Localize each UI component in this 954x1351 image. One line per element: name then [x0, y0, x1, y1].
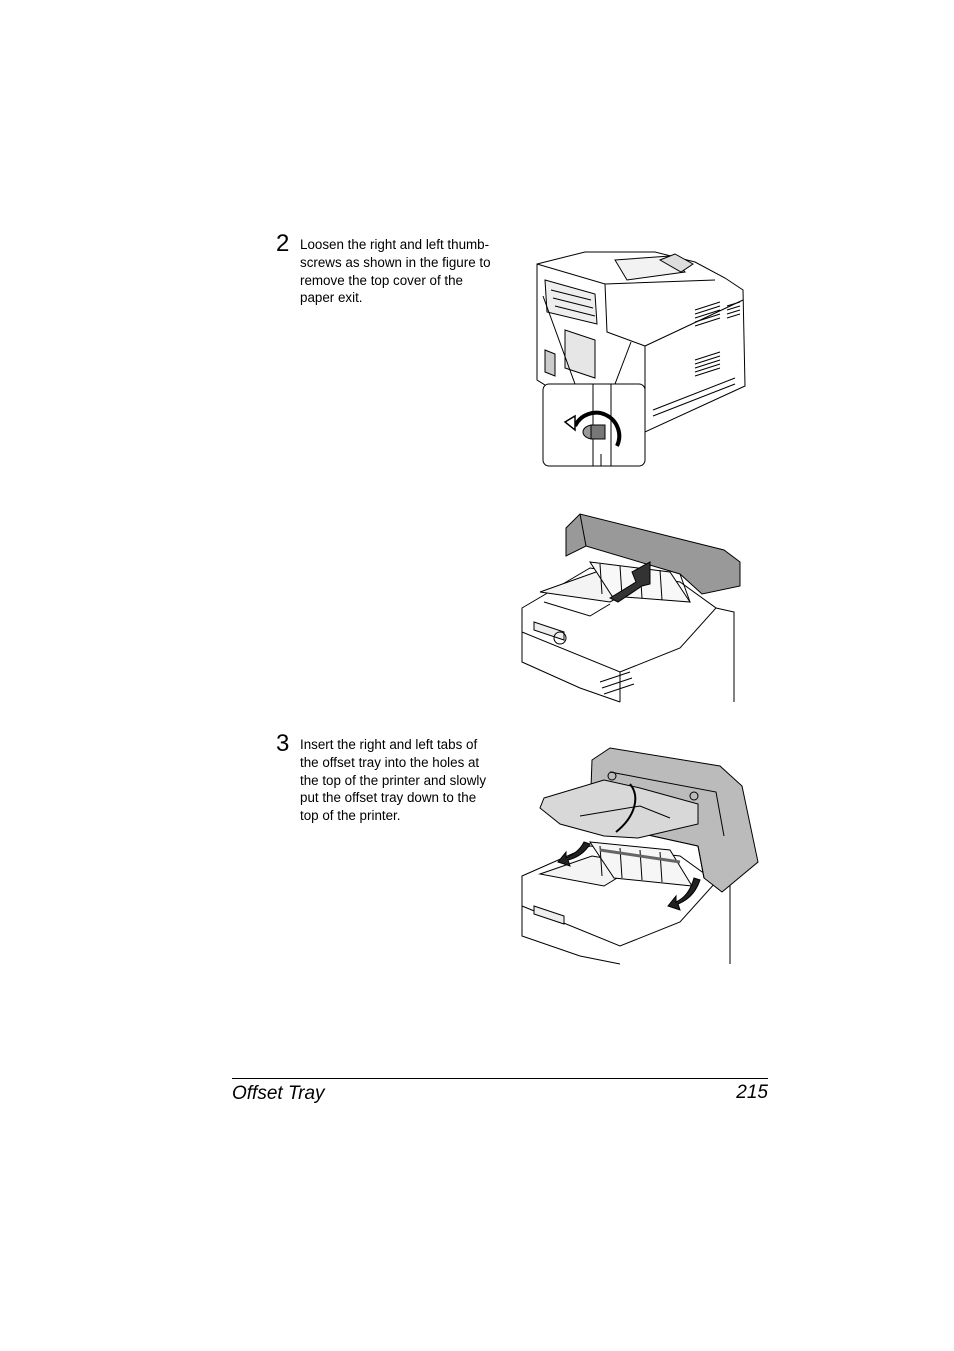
step-number: 3 — [276, 730, 290, 757]
instruction-line: put the offset tray down to the — [300, 790, 477, 806]
instruction-line: screws as shown in the figure to — [300, 254, 491, 270]
step-instruction: Insert the right and left tabs of the of… — [300, 736, 514, 825]
instruction-line: top of the printer. — [300, 808, 401, 824]
footer-section-title: Offset Tray — [232, 1083, 325, 1104]
instruction-line: the top of the printer and slowly — [300, 772, 487, 788]
cover-removal-figure — [520, 512, 742, 704]
instruction-line: remove the top cover of the — [300, 272, 464, 288]
instruction-line: the offset tray into the holes at — [300, 754, 480, 770]
footer-divider — [232, 1078, 768, 1079]
footer-page-number: 215 — [736, 1082, 768, 1103]
step-instruction: Loosen the right and left thumb- screws … — [300, 236, 514, 307]
instruction-line: Loosen the right and left thumb- — [300, 237, 490, 252]
step-number: 2 — [276, 230, 290, 257]
instruction-line: paper exit. — [300, 290, 363, 306]
instruction-line: Insert the right and left tabs of — [300, 737, 478, 752]
tray-install-figure — [520, 746, 762, 966]
thumbscrew-figure — [535, 250, 750, 470]
